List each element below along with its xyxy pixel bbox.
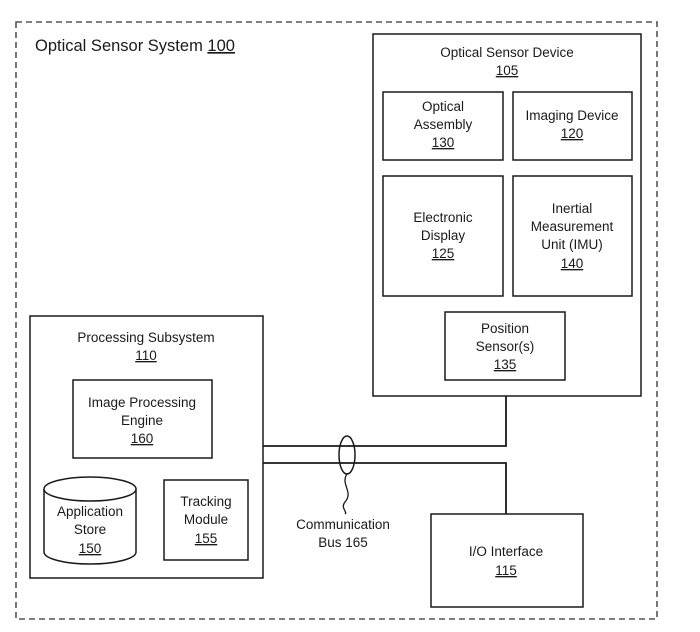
bus-line-to-io-interface xyxy=(263,462,507,514)
communication-bus xyxy=(263,396,507,515)
image-processing-engine-line-1: Image Processing xyxy=(88,395,196,410)
optical-sensor-device-ref: 105 xyxy=(496,63,519,78)
electronic-display-line-1: Electronic xyxy=(413,210,473,225)
communication-bus-line-2: Bus 165 xyxy=(318,535,368,550)
io-interface-ref: 115 xyxy=(495,563,517,578)
imaging-device-ref: 120 xyxy=(561,126,584,141)
optical-sensor-device-label: Optical Sensor Device xyxy=(440,45,574,60)
image-processing-engine-line-2: Engine xyxy=(121,413,163,428)
position-sensors-block: Position Sensor(s) 135 xyxy=(444,311,566,381)
processing-subsystem-ref: 110 xyxy=(135,348,157,363)
system-boundary xyxy=(15,21,658,620)
tracking-module-block: Tracking Module 155 xyxy=(163,479,249,561)
processing-subsystem-label: Processing Subsystem xyxy=(77,330,214,345)
optical-assembly-line-2: Assembly xyxy=(414,117,473,132)
position-sensors-line-2: Sensor(s) xyxy=(476,339,535,354)
bus-line-to-optical-sensor-device xyxy=(263,396,507,447)
position-sensors-ref: 135 xyxy=(494,357,517,372)
imu-line-2: Measurement xyxy=(531,219,614,234)
system-title: Optical Sensor System 100 xyxy=(35,37,235,55)
system-ref: 100 xyxy=(207,37,235,55)
electronic-display-ref: 125 xyxy=(432,246,455,261)
electronic-display-block: Electronic Display 125 xyxy=(382,175,504,297)
optical-assembly-block: Optical Assembly 130 xyxy=(382,91,504,161)
imaging-device-block: Imaging Device 120 xyxy=(512,91,633,161)
bus-leader-squiggle xyxy=(342,473,349,515)
tracking-module-line-2: Module xyxy=(184,512,228,527)
application-store-line-1: Application xyxy=(57,504,123,519)
electronic-display-line-2: Display xyxy=(421,228,466,243)
position-sensors-line-1: Position xyxy=(481,321,529,336)
imu-ref: 140 xyxy=(561,256,584,271)
imu-line-1: Inertial xyxy=(552,201,593,216)
imu-line-3: Unit (IMU) xyxy=(541,237,603,252)
image-processing-engine-block: Image Processing Engine 160 xyxy=(72,379,213,459)
imu-block: Inertial Measurement Unit (IMU) 140 xyxy=(512,175,633,297)
io-interface-block: I/O Interface 115 xyxy=(430,513,584,608)
io-interface-label: I/O Interface xyxy=(469,544,543,559)
tracking-module-line-1: Tracking xyxy=(180,494,231,509)
image-processing-engine-ref: 160 xyxy=(131,431,154,446)
system-label: Optical Sensor System xyxy=(35,37,203,55)
optical-assembly-ref: 130 xyxy=(432,135,455,150)
application-store-cylinder: Application Store 150 xyxy=(43,476,137,565)
communication-bus-line-1: Communication xyxy=(296,517,390,532)
application-store-ref: 150 xyxy=(79,541,102,556)
bus-bundle-ellipse xyxy=(338,435,356,475)
optical-assembly-line-1: Optical xyxy=(422,99,464,114)
imaging-device-label: Imaging Device xyxy=(525,108,618,123)
tracking-module-ref: 155 xyxy=(195,531,218,546)
application-store-line-2: Store xyxy=(74,522,106,537)
